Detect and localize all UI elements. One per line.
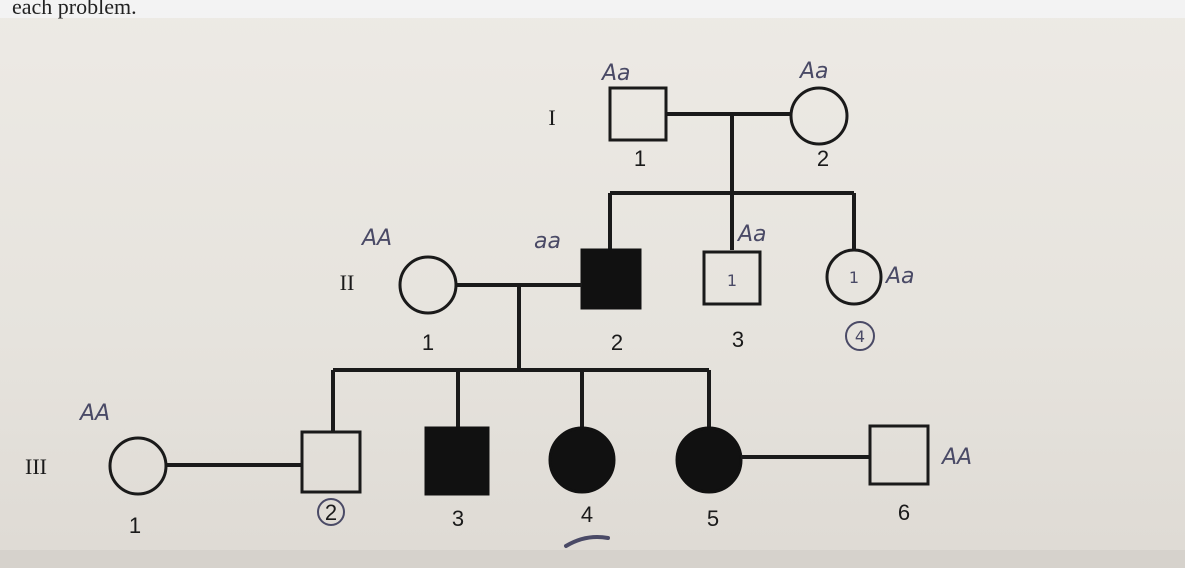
genotype-i-2: Aa	[798, 59, 829, 84]
individual-iii-5	[675, 426, 743, 494]
circled-annotation-marker	[845, 321, 875, 351]
number-iii-5: 5	[707, 506, 719, 531]
genotype-ii-3: Aa	[736, 222, 767, 247]
top-strip	[0, 0, 1185, 18]
note-ii-4: 1	[849, 268, 859, 287]
genotype-i-1: Aa	[600, 61, 631, 86]
individual-iii-3	[424, 426, 490, 496]
number-ii-1: 1	[422, 330, 434, 355]
genotype-ii-4: Aa	[884, 264, 915, 289]
note-ii-3: 1	[727, 271, 737, 290]
individual-i-2	[789, 86, 849, 146]
number-iii-6: 6	[898, 500, 910, 525]
number-iii-3: 3	[452, 506, 464, 531]
individual-i-1	[608, 86, 668, 142]
individual-ii-1	[398, 255, 458, 315]
individual-iii-1	[108, 436, 168, 496]
circle-mark-iii-2	[317, 498, 345, 526]
individual-ii-3	[702, 250, 762, 306]
individual-iii-2	[300, 430, 362, 494]
generation-label-ii: II	[340, 270, 355, 295]
header-text: each problem.	[12, 0, 137, 19]
circled-annotation-text: 4	[855, 327, 865, 346]
bottom-strip	[0, 550, 1185, 568]
number-ii-2: 2	[611, 330, 623, 355]
generation-label-iii: III	[25, 454, 47, 479]
genotype-iii-6: AA	[940, 445, 972, 470]
number-i-2: 2	[817, 146, 829, 171]
number-iii-1: 1	[129, 513, 141, 538]
number-ii-3: 3	[732, 327, 744, 352]
generation-label-i: I	[548, 105, 555, 130]
individual-iii-4	[548, 426, 616, 494]
genotype-iii-1: AA	[78, 401, 110, 426]
individual-ii-4	[825, 248, 883, 306]
individual-ii-2	[580, 248, 642, 310]
number-iii-4: 4	[581, 502, 593, 527]
underline-mark-iii-4	[564, 535, 610, 548]
number-i-1: 1	[634, 146, 646, 171]
individual-iii-6	[868, 424, 930, 486]
genotype-ii-2: aa	[534, 229, 561, 254]
number-iii-2: 2	[325, 500, 337, 525]
genotype-ii-1: AA	[360, 226, 392, 251]
